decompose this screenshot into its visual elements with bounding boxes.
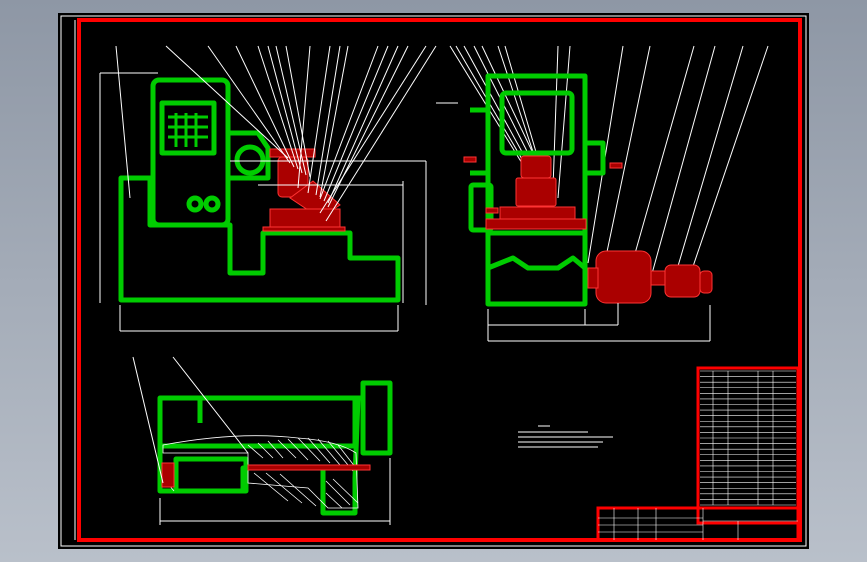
side-dimensions xyxy=(487,303,711,342)
drive-motor xyxy=(587,250,713,304)
side-view xyxy=(468,73,606,307)
section-dimensions xyxy=(132,356,391,525)
control-panel-grid xyxy=(168,113,208,147)
section-shaft xyxy=(161,462,371,488)
drawing-frame xyxy=(77,18,802,542)
section-hatch xyxy=(162,435,359,509)
cad-drawing xyxy=(60,15,807,547)
leader-lines xyxy=(115,45,769,289)
parts-list xyxy=(696,366,800,525)
title-block xyxy=(596,506,800,542)
technical-notes xyxy=(518,425,613,448)
section-view xyxy=(157,380,393,516)
front-view xyxy=(118,77,401,303)
front-dimensions xyxy=(99,72,458,332)
side-fixture-assembly xyxy=(463,155,623,230)
drawing-sheet xyxy=(58,13,809,549)
sheet-border xyxy=(60,15,807,547)
